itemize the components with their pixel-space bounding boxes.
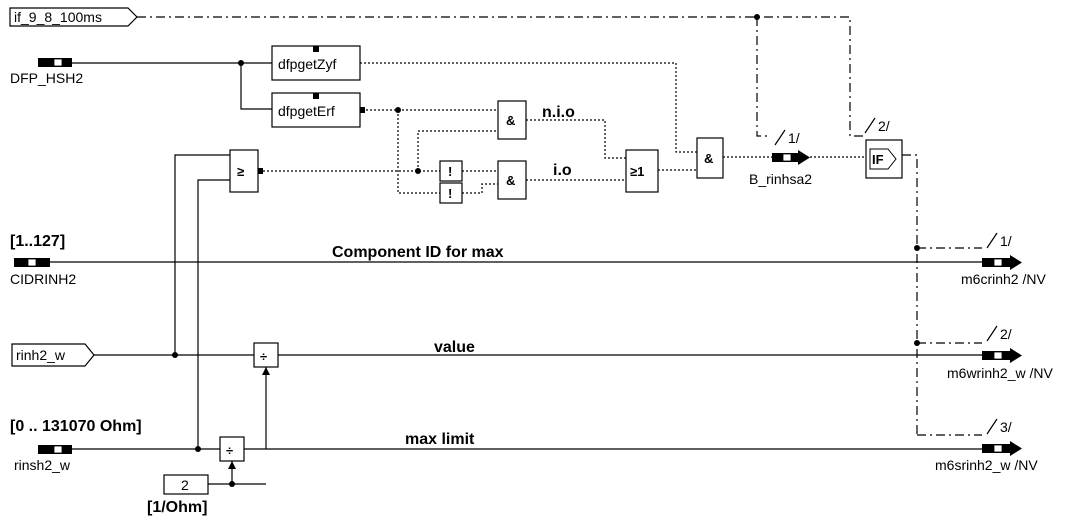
not1-symbol: ! [448,164,452,179]
if-block[interactable]: IF [865,139,903,179]
m6c-label: m6crinh2 /NV [961,271,1046,287]
port-marker [360,107,365,113]
if-signal-input[interactable]: if_9_8_100ms [9,7,138,27]
m6s-label: m6srinh2_w /NV [935,457,1038,473]
not-block-2[interactable]: ! [439,182,463,204]
branch-label: 1/ [1000,233,1012,249]
geterf-block[interactable]: dfpgetErf [271,92,361,128]
const-wire [208,461,266,485]
m6s-output-port[interactable] [982,441,1022,456]
dfp-label: DFP_HSH2 [10,70,83,86]
getzyf-label: dfpgetZyf [278,56,336,72]
not2-symbol: ! [448,186,452,201]
m6w-label: m6wrinh2_w /NV [947,365,1053,381]
cid-range: [1..127] [10,233,65,250]
or-block[interactable]: ≥1 [625,149,659,193]
rinsh-range: [0 .. 131070 Ohm] [10,418,142,435]
m6w-output-port[interactable] [982,348,1022,363]
div1-symbol: ÷ [260,349,267,364]
branch-tick [986,232,998,249]
and-block-3[interactable]: & [696,137,724,179]
branch-label: 3/ [1000,419,1012,435]
cid-label: CIDRINH2 [10,271,76,287]
if-output-bus [902,154,982,436]
junction [195,446,201,452]
rinsh-wire [72,179,230,450]
if-signal-label: if_9_8_100ms [14,9,102,25]
not-output-wires [462,170,498,194]
port-marker [258,168,263,174]
b-rinhsa2-label: B_rinhsa2 [749,171,812,187]
getzyf-block[interactable]: dfpgetZyf [271,45,361,81]
arrow-head [228,461,236,469]
branch-tick [864,117,876,134]
m6c-output-port[interactable] [982,255,1022,270]
and3-symbol: & [704,151,713,166]
not-block-1[interactable]: ! [439,160,463,182]
junction [914,245,920,251]
junction [172,352,178,358]
rinsh-input-port[interactable] [38,445,72,454]
junction [754,14,760,20]
branch-label: 2/ [1000,326,1012,342]
or-symbol: ≥1 [630,164,644,179]
constant-block[interactable]: 2 [163,474,209,495]
divide-block-1[interactable]: ÷ [253,342,279,368]
branch-label: 2/ [878,118,890,134]
rinh-label: rinh2_w [16,347,66,363]
and2-symbol: & [506,173,515,188]
if-symbol: IF [872,152,884,167]
divide-block-2[interactable]: ÷ [219,436,245,462]
div2-symbol: ÷ [226,443,233,458]
nio-label: n.i.o [542,104,575,121]
getzyf-wire [360,62,697,153]
ge-comparator-block[interactable]: ≥ [229,149,259,193]
junction [415,168,421,174]
and-block-2[interactable]: & [497,160,527,200]
ge-output-wire [263,130,498,172]
geterf-wire [362,109,498,194]
junction [229,481,235,487]
geterf-label: dfpgetErf [278,103,335,119]
and1-symbol: & [506,113,515,128]
arrow-head [262,367,270,375]
junction [395,107,401,113]
branch-tick [986,418,998,435]
const-unit: [1/Ohm] [147,499,207,516]
rinh-input[interactable]: rinh2_w [11,343,95,367]
rinsh-label: rinsh2_w [14,457,71,473]
dfp-input-port[interactable] [38,58,72,67]
component-label: Component ID for max [332,244,504,261]
junction [238,60,244,66]
ge-symbol: ≥ [237,164,244,179]
b-rinhsa2-output-port[interactable] [772,150,810,165]
junction [914,340,920,346]
cid-input-port[interactable] [14,258,50,267]
branch-tick [774,129,786,146]
io-label: i.o [553,162,572,179]
branch-tick [986,325,998,342]
branch-label: 1/ [788,130,800,146]
rinh-wire [94,154,982,356]
and-block-1[interactable]: & [497,100,527,140]
const-value: 2 [181,477,189,493]
maxlimit-label: max limit [405,431,475,448]
and-output-wires [526,119,626,181]
dfp-wire [72,62,272,110]
if-control-line [137,16,866,137]
value-label: value [434,339,475,356]
